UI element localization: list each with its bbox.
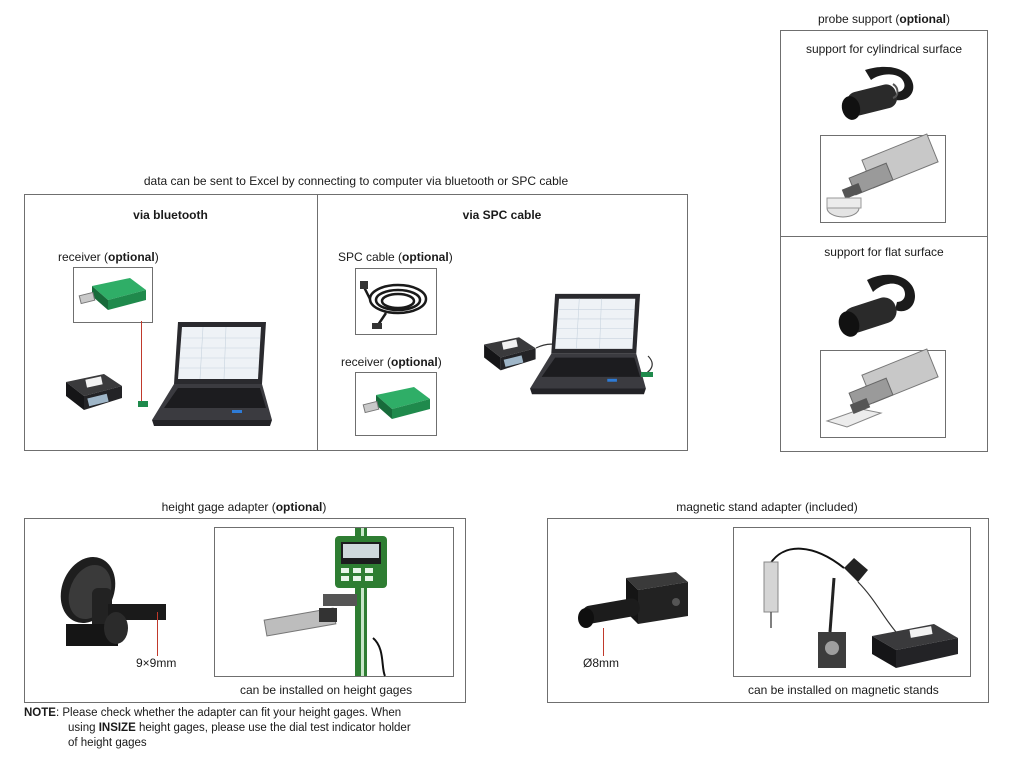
- cylindrical-support-label: support for cylindrical surface: [805, 42, 963, 56]
- probe-support-title: probe support (optional): [817, 12, 951, 26]
- flat-support-label: support for flat surface: [824, 245, 944, 259]
- laptop-spc-image: [530, 293, 646, 395]
- magnetic-stand-install-photo: [733, 527, 971, 677]
- magnetic-stand-adapter-title: magnetic stand adapter (included): [676, 500, 858, 514]
- usb-dongle-green: [138, 401, 148, 407]
- magnetic-stand-adapter-part-image: [578, 572, 688, 628]
- probe-support-divider: [780, 236, 988, 237]
- note-line-1: NOTE: Please check whether the adapter c…: [24, 707, 402, 719]
- height-gage-dimension-leader: [157, 612, 158, 656]
- bluetooth-receiver-label: receiver (optional): [58, 250, 159, 264]
- height-gage-adapter-part-image: [60, 557, 166, 646]
- spc-cable-photo: [355, 268, 437, 335]
- height-gage-install-caption: can be installed on height gages: [240, 683, 413, 697]
- cylindrical-support-part-image: [841, 66, 914, 120]
- bluetooth-receiver-photo: [73, 267, 153, 323]
- flat-support-part-image: [838, 274, 915, 337]
- magnetic-stand-dimension: Ø8mm: [583, 656, 619, 670]
- height-gage-adapter-title: height gage adapter (optional): [161, 500, 327, 514]
- data-panel-divider: [317, 194, 318, 451]
- measuring-device-spc-image: [484, 337, 536, 371]
- cylindrical-support-photo: [820, 133, 946, 223]
- spc-receiver-photo: [355, 372, 437, 436]
- measuring-device-image: [66, 374, 122, 410]
- spc-title: via SPC cable: [462, 208, 542, 222]
- height-gage-install-photo: [214, 527, 454, 677]
- magnetic-stand-install-caption: can be installed on magnetic stands: [748, 683, 939, 697]
- bluetooth-link-line: [141, 321, 142, 401]
- flat-support-photo: [820, 348, 946, 438]
- spc-receiver-label: receiver (optional): [341, 355, 442, 369]
- note-line-2: using INSIZE height gages, please use th…: [68, 722, 411, 734]
- laptop-bluetooth-image: [152, 322, 272, 426]
- bluetooth-title: via bluetooth: [133, 208, 208, 222]
- magnetic-stand-dimension-leader: [603, 628, 604, 656]
- note-line-3: of height gages: [68, 737, 147, 749]
- spc-usb-plug-green: [641, 372, 653, 377]
- spc-cable-label: SPC cable (optional): [338, 250, 453, 264]
- data-connection-caption: data can be sent to Excel by connecting …: [143, 174, 569, 188]
- height-gage-dimension: 9×9mm: [136, 656, 177, 670]
- compatibility-note: NOTE: Please check whether the adapter c…: [24, 706, 494, 751]
